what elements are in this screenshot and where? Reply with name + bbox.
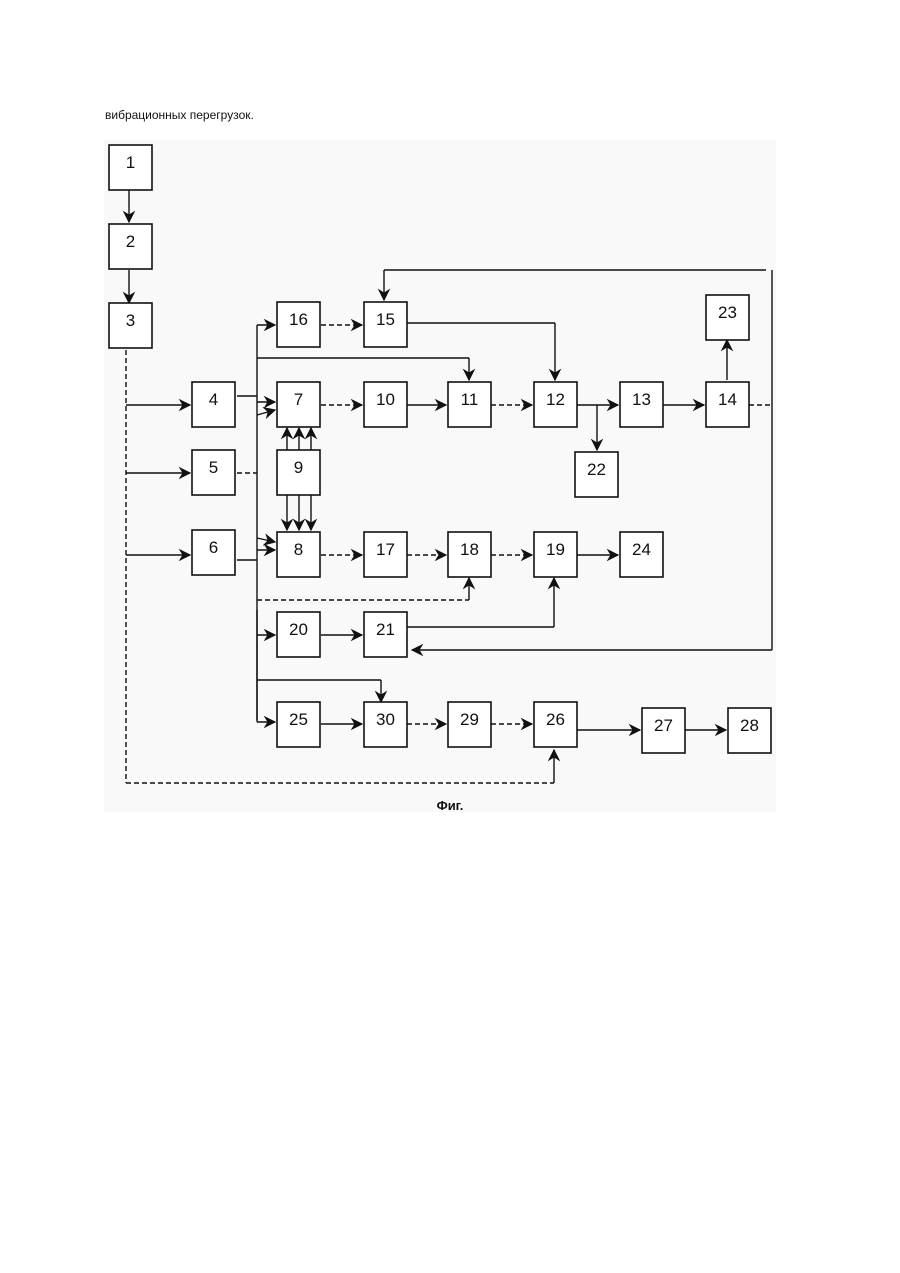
block-4: 4 [192, 382, 235, 427]
block-9-label: 9 [294, 458, 303, 477]
block-7-label: 7 [294, 390, 303, 409]
block-15-label: 15 [376, 310, 395, 329]
block-23-label: 23 [718, 303, 737, 322]
block-10: 10 [364, 382, 407, 427]
block-27-label: 27 [654, 716, 673, 735]
block-30: 30 [364, 702, 407, 747]
block-12: 12 [534, 382, 577, 427]
block-1-label: 1 [126, 153, 135, 172]
block-5: 5 [192, 450, 235, 495]
block-22: 22 [575, 452, 618, 497]
block-14-label: 14 [718, 390, 737, 409]
block-7: 7 [277, 382, 320, 427]
block-6-label: 6 [209, 538, 218, 557]
block-22-label: 22 [587, 460, 606, 479]
block-11-label: 11 [461, 390, 479, 409]
block-21-label: 21 [376, 620, 395, 639]
block-3-label: 3 [126, 311, 135, 330]
figure-caption: Фиг. [0, 798, 900, 813]
block-13-label: 13 [632, 390, 651, 409]
block-28: 28 [728, 708, 771, 753]
block-28-label: 28 [740, 716, 759, 735]
block-23: 23 [706, 295, 749, 340]
block-9: 9 [277, 450, 320, 495]
blocks-layer: 1234567891011121314151617181920212223242… [109, 145, 771, 753]
block-24-label: 24 [632, 540, 651, 559]
block-2-label: 2 [126, 232, 135, 251]
block-3: 3 [109, 303, 152, 348]
block-12-label: 12 [546, 390, 565, 409]
block-29: 29 [448, 702, 491, 747]
block-14: 14 [706, 382, 749, 427]
block-5-label: 5 [209, 458, 218, 477]
block-17: 17 [364, 532, 407, 577]
block-10-label: 10 [376, 390, 395, 409]
block-8: 8 [277, 532, 320, 577]
block-26: 26 [534, 702, 577, 747]
block-29-label: 29 [460, 710, 479, 729]
block-19-label: 19 [546, 540, 565, 559]
block-16: 16 [277, 302, 320, 347]
intro-text: вибрационных перегрузок. [105, 108, 254, 122]
block-8-label: 8 [294, 540, 303, 559]
block-24: 24 [620, 532, 663, 577]
block-4-label: 4 [209, 390, 218, 409]
block-2: 2 [109, 224, 152, 269]
block-17-label: 17 [376, 540, 395, 559]
block-30-label: 30 [376, 710, 395, 729]
block-6: 6 [192, 530, 235, 575]
block-15: 15 [364, 302, 407, 347]
block-20: 20 [277, 612, 320, 657]
block-25-label: 25 [289, 710, 308, 729]
block-21: 21 [364, 612, 407, 657]
block-18: 18 [448, 532, 491, 577]
block-26-label: 26 [546, 710, 565, 729]
block-18-label: 18 [460, 540, 479, 559]
block-13: 13 [620, 382, 663, 427]
block-1: 1 [109, 145, 152, 190]
block-diagram-figure: 1234567891011121314151617181920212223242… [104, 140, 776, 812]
block-diagram-svg: 1234567891011121314151617181920212223242… [104, 140, 776, 812]
block-25: 25 [277, 702, 320, 747]
block-16-label: 16 [289, 310, 308, 329]
block-27: 27 [642, 708, 685, 753]
block-11: 11 [448, 382, 491, 427]
block-19: 19 [534, 532, 577, 577]
block-20-label: 20 [289, 620, 308, 639]
